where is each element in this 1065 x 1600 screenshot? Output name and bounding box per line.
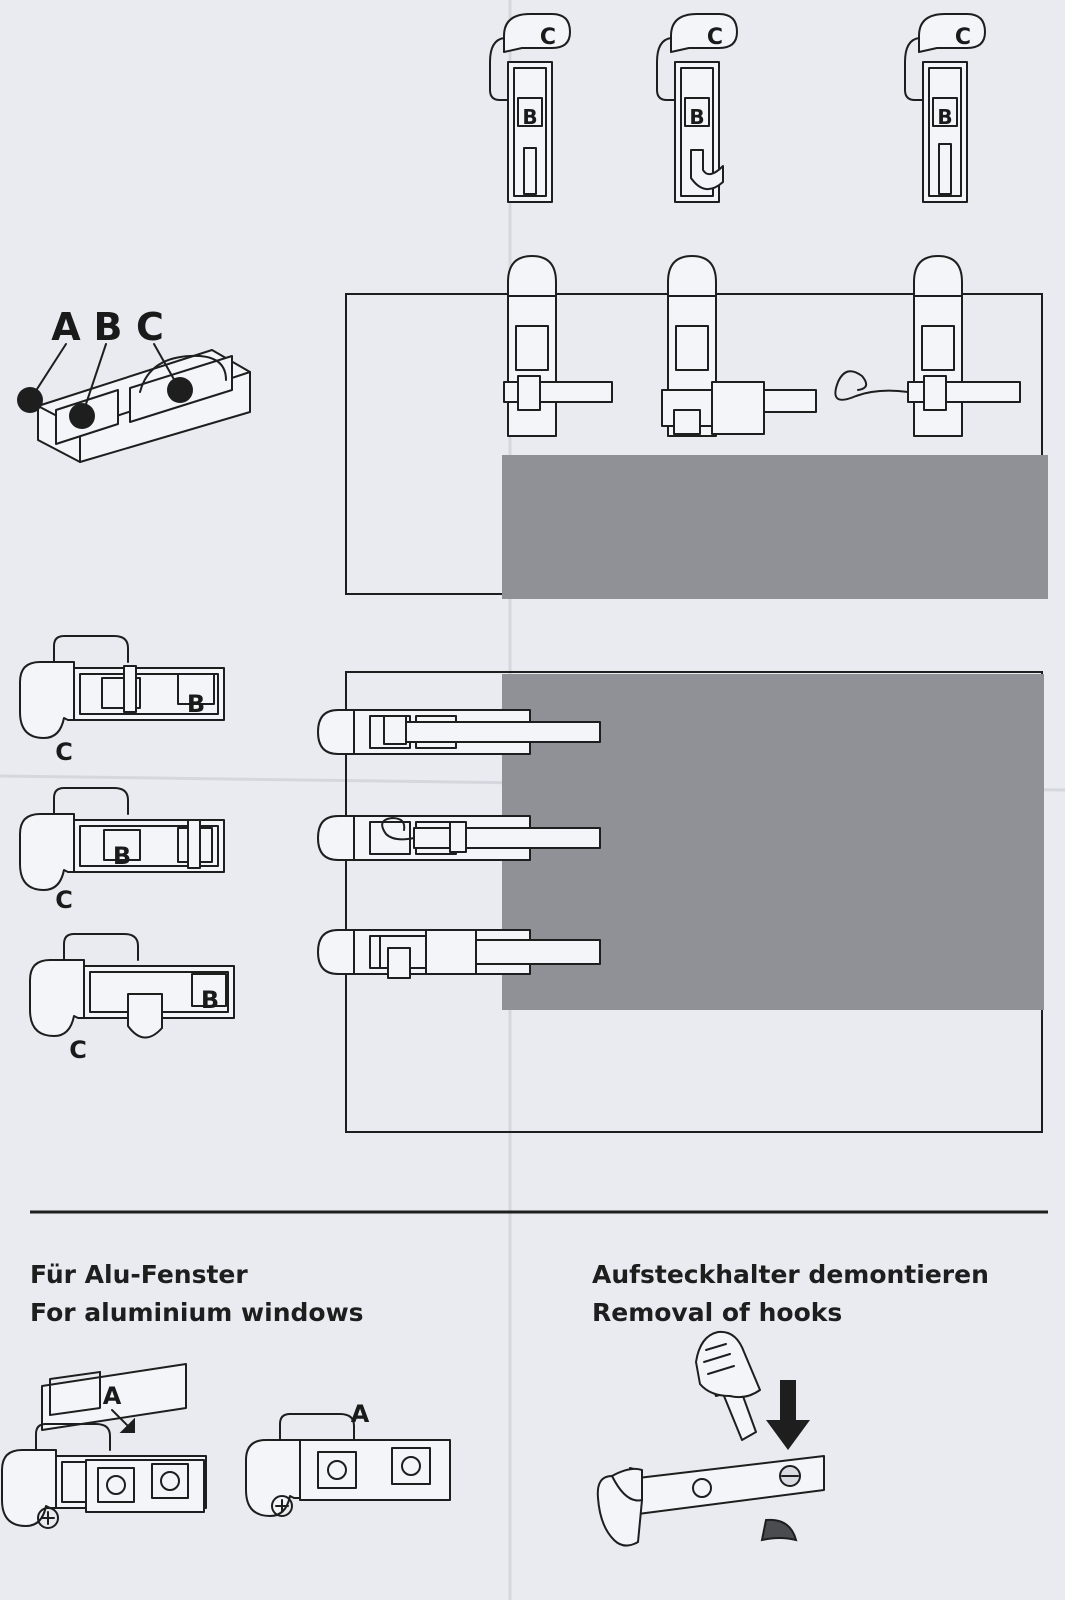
- label-c-1: C: [540, 25, 556, 50]
- horizontal-bracket-1: [19, 635, 225, 739]
- alu-windows-title-de: Für Alu-Fenster: [30, 1260, 248, 1289]
- label-c-4: C: [55, 738, 73, 766]
- label-c-6: C: [69, 1036, 87, 1064]
- side-bracket-rod-2: [317, 815, 601, 861]
- front-bracket-rod-3: [834, 255, 1021, 437]
- section-removal: Aufsteckhalter demontieren Removal of ho…: [592, 1256, 989, 1332]
- vertical-bracket-hook-down: [489, 13, 571, 203]
- vertical-bracket-hook-up: [904, 13, 986, 203]
- label-c-5: C: [55, 886, 73, 914]
- label-c-large: C: [136, 305, 164, 349]
- removal-illustration: [596, 1330, 825, 1547]
- front-bracket-rod-2: [661, 255, 817, 437]
- label-c-3: C: [955, 25, 971, 50]
- part-diagram-abc: [17, 343, 251, 463]
- label-b-4: B: [187, 690, 205, 718]
- side-bracket-rod-1: [317, 709, 601, 755]
- removal-title-de: Aufsteckhalter demontieren: [592, 1260, 989, 1289]
- horizontal-bracket-2: [19, 787, 225, 891]
- label-a-mounted: A: [351, 1400, 370, 1428]
- label-a-insert: A: [103, 1382, 122, 1410]
- label-b-3: B: [937, 105, 952, 129]
- curtain-upper: [502, 455, 1048, 599]
- down-arrow-icon: [766, 1380, 810, 1450]
- front-bracket-rod-1: [503, 255, 613, 437]
- label-b-1: B: [522, 105, 537, 129]
- side-bracket-rod-3: [317, 929, 601, 979]
- label-b-5: B: [113, 842, 131, 870]
- label-a-large: A: [51, 305, 81, 349]
- alu-bracket-mounted: [245, 1413, 451, 1517]
- horizontal-bracket-3: [29, 933, 235, 1039]
- removal-title-en: Removal of hooks: [592, 1298, 843, 1327]
- label-b-6: B: [201, 986, 219, 1014]
- hook-fragment: [760, 1518, 798, 1542]
- alu-windows-title-en: For aluminium windows: [30, 1298, 364, 1327]
- alu-bracket-insert: [1, 1363, 207, 1529]
- label-b-2: B: [689, 105, 704, 129]
- label-c-2: C: [707, 25, 723, 50]
- label-b-large: B: [94, 305, 123, 349]
- vertical-bracket-hook-open: [656, 13, 738, 203]
- section-alu-windows: Für Alu-Fenster For aluminium windows: [30, 1256, 364, 1332]
